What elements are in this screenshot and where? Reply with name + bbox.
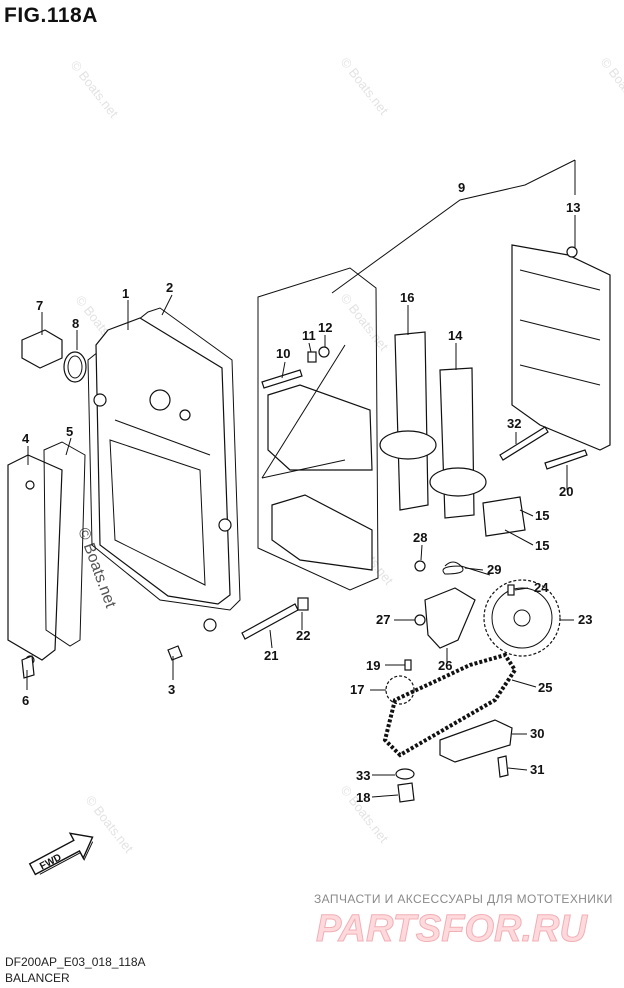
part-gear-16	[379, 430, 437, 460]
part-bolt-31	[497, 755, 509, 778]
callout-26: 26	[438, 658, 452, 673]
callout-18: 18	[356, 790, 370, 805]
part-bolt-27	[414, 614, 426, 626]
part-housing-box	[257, 267, 379, 591]
part-gasket-5	[43, 441, 86, 647]
callout-24: 24	[534, 580, 549, 595]
part-pin-19	[404, 659, 412, 671]
callout-6: 6	[22, 693, 29, 708]
callout-15b: 15	[535, 538, 549, 553]
callout-5: 5	[66, 424, 73, 439]
watermark: © Boats.net	[598, 55, 624, 118]
part-plug-7	[21, 329, 63, 369]
leader-lines	[26, 215, 576, 798]
callout-19: 19	[366, 658, 380, 673]
figure-code: DF200AP_E03_018_118A	[5, 955, 146, 969]
figure-title: FIG.118A	[4, 4, 98, 27]
part-bolt-6	[21, 655, 35, 679]
promo-tagline: ЗАПЧАСТИ И АКСЕССУАРЫ ДЛЯ МОТОТЕХНИКИ	[314, 892, 613, 906]
callout-33: 33	[356, 768, 370, 783]
callout-15: 15	[535, 508, 549, 523]
part-plate-4	[7, 454, 63, 661]
fwd-arrow-icon: FWD	[28, 832, 94, 876]
part-sprocket-17	[385, 675, 415, 705]
part-key-24	[507, 584, 515, 596]
part-gear-14	[429, 467, 487, 497]
callout-25: 25	[538, 680, 552, 695]
figure-name: BALANCER	[5, 971, 70, 985]
callout-2: 2	[166, 280, 173, 295]
callout-29: 29	[487, 562, 501, 577]
part-shaft-16	[394, 331, 429, 511]
callout-1: 1	[122, 286, 129, 301]
part-pin-22	[297, 597, 309, 611]
brand-logo: PARTSFOR.RU	[316, 908, 589, 950]
part-bolt-3	[167, 645, 183, 661]
part-washer-12	[318, 346, 330, 358]
callout-28: 28	[413, 530, 427, 545]
part-tensioner-26	[424, 587, 476, 649]
callout-30: 30	[530, 726, 544, 741]
part-housing-9	[511, 244, 611, 451]
callout-31: 31	[530, 762, 544, 777]
watermark: © Boats.net	[338, 291, 392, 354]
watermark: © Boats.net	[338, 55, 392, 118]
part-washer-28	[414, 560, 426, 572]
callout-27: 27	[376, 612, 390, 627]
callout-21: 21	[264, 648, 278, 663]
callout-20: 20	[559, 484, 573, 499]
part-pin-11	[307, 351, 317, 363]
part-bolt-18	[397, 782, 415, 803]
callout-12: 12	[318, 320, 332, 335]
watermark: © Boats.net	[68, 58, 122, 121]
part-bolt-32	[499, 426, 549, 461]
callout-3: 3	[168, 682, 175, 697]
part-guide-30	[439, 719, 513, 763]
part-cover-1	[95, 317, 231, 605]
fwd-label: FWD	[38, 852, 63, 872]
part-bolt-20	[544, 449, 588, 470]
callout-9: 9	[458, 180, 465, 195]
callout-23: 23	[578, 612, 592, 627]
part-washer-33	[395, 768, 415, 780]
callout-16: 16	[400, 290, 414, 305]
part-bolt-10	[261, 369, 303, 389]
callout-32: 32	[507, 416, 521, 431]
part-bearing-15	[482, 496, 526, 537]
callout-11: 11	[302, 328, 316, 343]
callout-group: 1 2 3 4 5 6 7 8 9 10 11 12 13 14 15 15 1…	[22, 180, 592, 805]
callout-13: 13	[566, 200, 580, 215]
part-spring-29	[442, 561, 491, 576]
part-gasket-2	[87, 307, 241, 611]
callout-22: 22	[296, 628, 310, 643]
callout-14: 14	[448, 328, 463, 343]
callout-10: 10	[276, 346, 290, 361]
brand-logo-text: PARTSFOR.RU	[316, 908, 588, 949]
part-sprocket-23	[483, 579, 561, 657]
part-chain-25	[382, 652, 518, 758]
callout-8: 8	[72, 316, 79, 331]
callout-17: 17	[350, 682, 364, 697]
callout-7: 7	[36, 298, 43, 313]
callout-4: 4	[22, 431, 30, 446]
part-plug-13	[566, 246, 578, 258]
